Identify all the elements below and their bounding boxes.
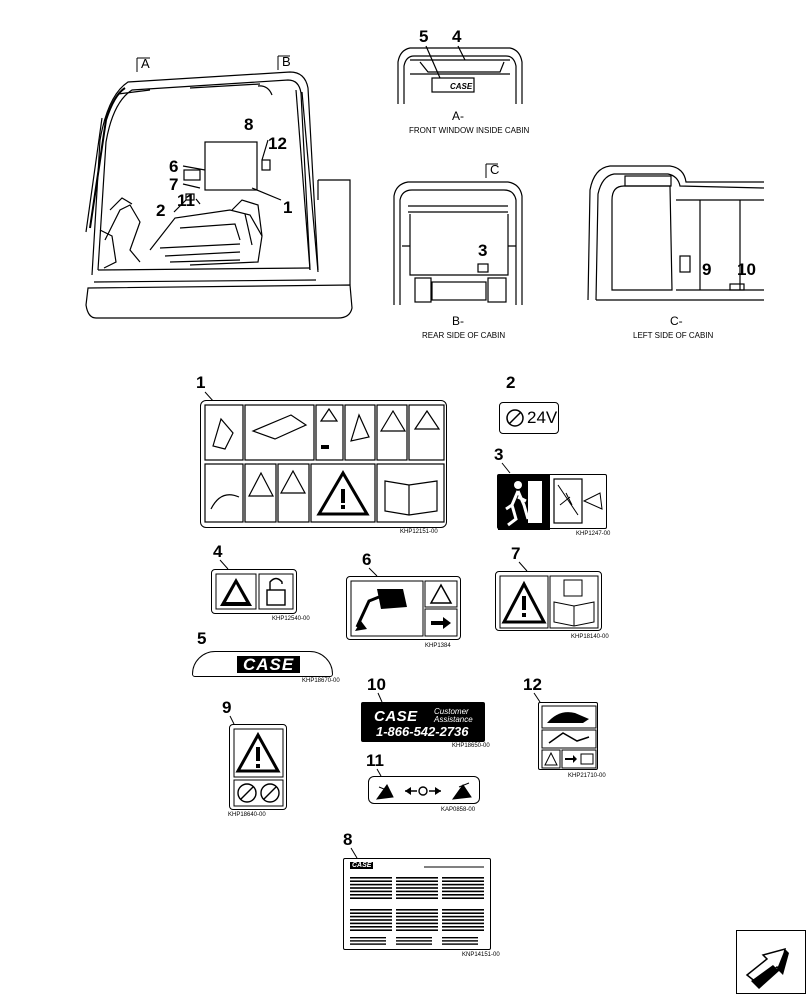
next-page-arrow-icon (745, 947, 789, 989)
decal-9-part-number: KHP18640-00 (228, 812, 266, 818)
decal-4-pictograms (215, 573, 294, 610)
callout-4-view-a: 4 (452, 27, 462, 46)
decal-10-logo: CASE (374, 708, 418, 725)
callout-6: 6 (169, 157, 179, 176)
decal-6-part-number: KHP1384 (425, 643, 451, 649)
decal-10-callout: 10 (367, 675, 386, 694)
decal-7-warning-manual (495, 571, 602, 631)
decal-7-pictograms (499, 575, 599, 629)
decal-6-callout: 6 (362, 550, 372, 569)
decal-10-line2: Assistance (434, 715, 473, 724)
decal-5-logo: CASE (237, 656, 301, 673)
decal-11-callout: 11 (366, 751, 384, 770)
decal-8-tables (350, 866, 484, 945)
decal-10-phone: 1-866-542-2736 (376, 724, 469, 739)
view-b-label: B- (452, 314, 464, 328)
decal-8-brand: CASE (350, 862, 374, 869)
decal-3-emergency-exit (497, 474, 607, 530)
decal-1-callout: 1 (196, 373, 206, 392)
callout-1: 1 (283, 198, 293, 217)
view-a-label: A- (452, 109, 464, 123)
decal-10-line1: Customer (434, 707, 469, 716)
decal-4-callout: 4 (213, 542, 223, 561)
svg-text:CASE: CASE (450, 82, 473, 91)
decal-2-voltage: 24V (527, 408, 558, 427)
decal-12-callout: 12 (523, 675, 542, 694)
view-a-caption: FRONT WINDOW INSIDE CABIN (409, 126, 530, 135)
next-page-button[interactable] (736, 930, 806, 994)
decal-8-part-number: KNP14151-00 (462, 952, 500, 958)
decal-5-case-logo-strip: CASE (192, 651, 333, 677)
callout-10-view-c: 10 (737, 260, 756, 279)
travel-direction-icon (375, 782, 472, 800)
view-c-caption: LEFT SIDE OF CABIN (633, 331, 714, 340)
decal-8-callout: 8 (343, 830, 353, 849)
callout-7: 7 (169, 175, 179, 194)
decal-4-part-number: KHP12540-00 (272, 616, 310, 622)
emergency-exit-icon (498, 475, 603, 530)
view-c-label: C- (670, 314, 683, 328)
callout-8: 8 (244, 115, 254, 134)
decal-2-24v-label: 24V (499, 402, 559, 434)
decal-9-warning-prohibitions (229, 724, 287, 810)
decal-12-part-number: KHP21710-00 (568, 773, 606, 779)
decal-3-part-number: KHP1247-00 (576, 531, 611, 537)
decal-1-pictograms (204, 404, 445, 523)
decal-7-callout: 7 (511, 544, 521, 563)
view-marker-c: C (490, 162, 500, 177)
callout-2: 2 (156, 201, 166, 220)
decal-3-callout: 3 (494, 445, 504, 464)
decal-8-lift-capacity-chart: CASE (343, 858, 491, 950)
decal-10-customer-assistance: CASE Customer Assistance 1-866-542-2736 (361, 702, 485, 742)
decal-12-pictograms (541, 705, 597, 769)
no-service-icon (506, 409, 524, 427)
callout-5-view-a: 5 (419, 27, 429, 46)
decal-10-part-number: KHP18650-00 (452, 743, 490, 749)
callout-12: 12 (268, 134, 287, 153)
callout-11: 11 (177, 191, 195, 210)
decal-9-pictograms (233, 728, 284, 807)
view-marker-a: A (141, 56, 150, 71)
decal-6-pictograms (350, 580, 458, 637)
decal-7-part-number: KHP18140-00 (571, 634, 609, 640)
decal-11-travel-direction (368, 776, 480, 804)
decal-12-stacked-pictograms (538, 702, 598, 770)
view-b-caption: REAR SIDE OF CABIN (422, 331, 506, 340)
decal-9-callout: 9 (222, 698, 232, 717)
view-marker-b: B (282, 54, 291, 69)
decal-6-cab-warning (346, 576, 461, 640)
decal-5-callout: 5 (197, 629, 207, 648)
callout-3-view-b: 3 (478, 241, 488, 260)
decal-11-part-number: KAP0858-00 (441, 807, 476, 813)
callout-9-view-c: 9 (702, 260, 712, 279)
decal-5-part-number: KHP18670-00 (302, 678, 340, 684)
decal-1-part-number: KHP12151-00 (400, 529, 438, 535)
decal-1-safety-panel (200, 400, 447, 528)
decal-2-callout: 2 (506, 373, 516, 392)
decal-4-lock-warning (211, 569, 297, 614)
